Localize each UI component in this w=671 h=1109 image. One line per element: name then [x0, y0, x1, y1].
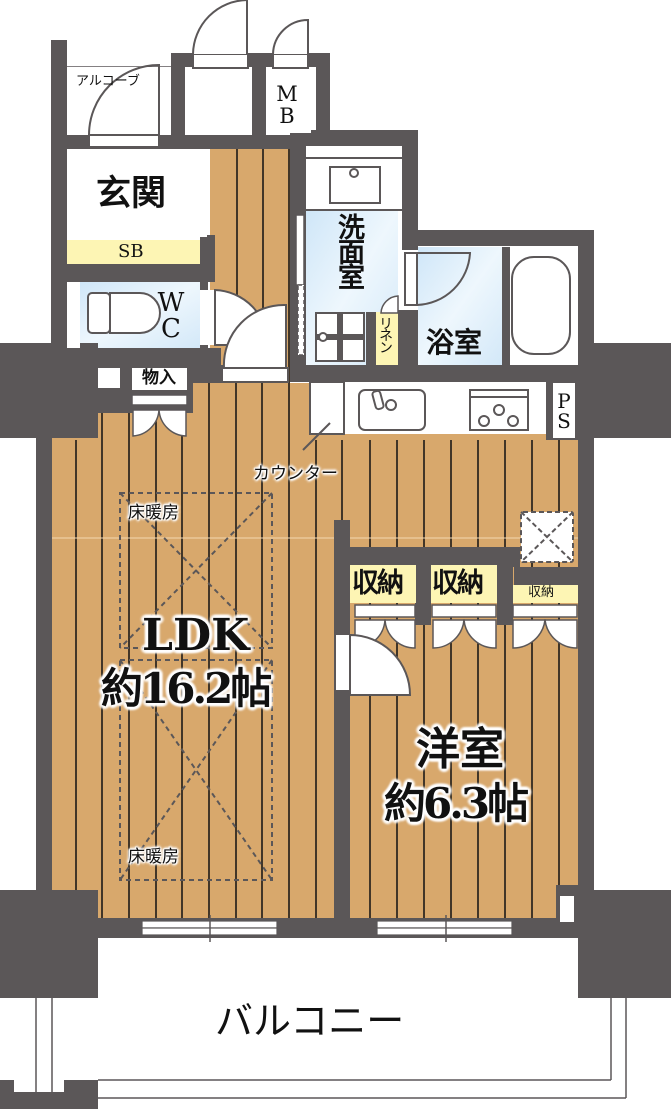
mb-label: MB: [275, 82, 299, 126]
bathroom-label: 浴室: [426, 326, 483, 359]
hall-door: [221, 303, 289, 383]
toilet-label: WC: [156, 288, 186, 340]
sink-icon: [306, 157, 402, 211]
bathtub-icon: [511, 256, 571, 355]
ps-shaft: [553, 383, 575, 438]
ldk-size-label: 約16.2帖: [101, 664, 272, 713]
kitchen-counter: [302, 381, 529, 451]
western-room-name-label: 洋室: [416, 724, 504, 775]
washroom-label: 洗面室: [333, 213, 364, 288]
exterior-doors: [67, 0, 309, 69]
washing-machine-icon: [315, 312, 365, 362]
bathroom-door: [404, 252, 472, 307]
closet-2-label: 収納: [432, 568, 484, 599]
alcove-door: [88, 63, 160, 148]
floor-heating-label-top: 床暖房: [128, 503, 179, 523]
ldk-name-label: LDK: [142, 610, 250, 661]
shoe-box: [67, 240, 200, 264]
linen-label: リネン: [377, 316, 393, 352]
balcony-windows: [141, 915, 513, 942]
counter-label: カウンター: [253, 464, 338, 484]
toilet-icon: [87, 292, 161, 334]
entrance-floor: [67, 149, 207, 237]
shoe-box-label: SB: [118, 241, 144, 262]
washroom-sliding-door: [295, 214, 305, 356]
balcony-rail: [35, 998, 627, 1099]
entrance-label: 玄関: [96, 173, 167, 214]
ldk-floor: [52, 383, 592, 923]
alcove-label: アルコーブ: [76, 74, 140, 89]
storeroom-label: 物入: [142, 368, 176, 388]
linen-closet: [376, 312, 398, 365]
closet-1-label: 収納: [352, 568, 404, 599]
ps-label: PS: [552, 389, 576, 429]
western-room-size-label: 約6.3帖: [384, 779, 529, 828]
bathroom-floor: [418, 247, 502, 365]
floor-heating-label-bottom: 床暖房: [128, 847, 179, 867]
balcony-label: バルコニー: [215, 999, 405, 1043]
closet-3-label: 収納: [528, 585, 555, 600]
ceiling-vent: [520, 511, 574, 563]
western-room-door: [336, 633, 412, 696]
floor-heating-zones: [119, 492, 273, 881]
storeroom-doors: [131, 394, 188, 437]
linen-door: [380, 295, 399, 314]
